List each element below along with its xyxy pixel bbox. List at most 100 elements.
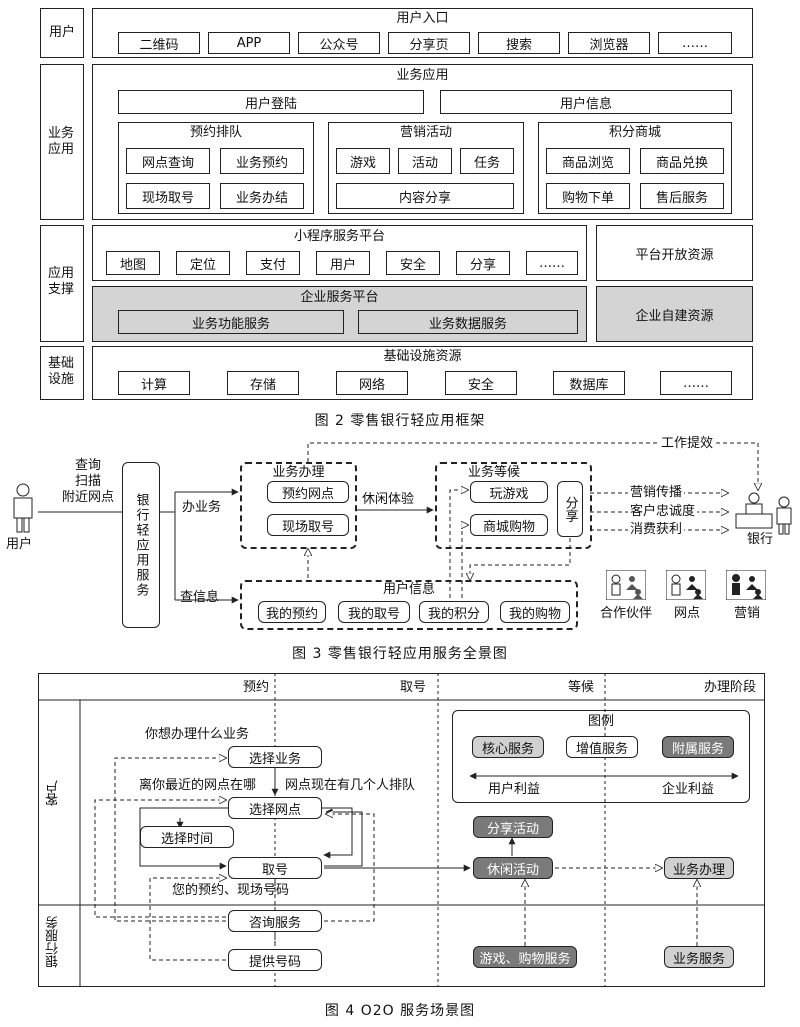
legend-box	[452, 710, 750, 803]
queue-title: 预约排队	[189, 125, 242, 140]
share-activity-node: 分享活动	[473, 816, 553, 838]
figure-4-caption: 图 4 O2O 服务场景图	[324, 1003, 476, 1019]
business-service-node: 业务服务	[664, 946, 734, 968]
waiting-title: 业务等候	[467, 465, 520, 480]
provide-number-node: 提供号码	[228, 949, 322, 971]
infra-storage: 存储	[227, 371, 299, 395]
order-box: 购物下单	[546, 183, 630, 209]
user-info-box: 用户信息	[440, 90, 732, 114]
content-share-box: 内容分享	[336, 183, 514, 209]
business-handle-title: 业务办理	[272, 465, 325, 480]
user-login-box: 用户登陆	[118, 90, 424, 114]
note-which-business: 你想办理什么业务	[145, 727, 250, 742]
note-nearest-branch: 离你最近的网点在哪	[139, 778, 257, 793]
share-box: 分享	[557, 481, 583, 537]
my-number-box: 我的取号	[338, 601, 410, 623]
entry-app: APP	[208, 32, 290, 54]
legend-enterprise-benefit: 企业利益	[662, 782, 715, 797]
row-label-support-frame	[40, 225, 84, 342]
swimlane-table	[38, 673, 765, 987]
do-business-label: 办业务	[182, 500, 222, 515]
infra-frame	[92, 346, 753, 400]
select-branch-node: 选择网点	[228, 797, 322, 819]
figure-3-caption: 图 3 零售银行轻应用服务全景图	[292, 646, 508, 662]
enterprise-own-resources: 企业自建资源	[596, 286, 753, 342]
business-booking: 业务预约	[220, 148, 304, 174]
consult-service-node: 咨询服务	[228, 910, 322, 932]
infra-security: 安全	[445, 371, 517, 395]
onsite-ticket: 现场取号	[126, 183, 210, 209]
row-label-user: 用户	[48, 25, 75, 40]
my-points-box: 我的积分	[419, 601, 489, 623]
check-info-label: 查信息	[180, 590, 220, 605]
marketing-title: 营销活动	[399, 125, 452, 140]
my-shopping-box: 我的购物	[500, 601, 570, 623]
entry-search: 搜索	[478, 32, 560, 54]
games-shopping-node: 游戏、购物服务	[473, 946, 577, 968]
figure-2-caption: 图 2 零售银行轻应用框架	[314, 413, 486, 429]
output-loyalty: 客户忠诚度	[628, 504, 698, 520]
bank-staff-icon	[735, 492, 792, 535]
product-redeem: 商品兑换	[640, 148, 724, 174]
marketing-icon	[726, 570, 766, 600]
branch-query: 网点查询	[126, 148, 210, 174]
user-label: 用户	[6, 537, 33, 552]
row-label-infra-frame	[40, 346, 84, 400]
row-label-business: 业务应用	[47, 126, 74, 158]
partner-label: 合作伙伴	[600, 606, 653, 621]
query-line-1: 查询	[74, 458, 101, 473]
business-complete: 业务办结	[220, 183, 304, 209]
mini-more: ……	[526, 251, 578, 275]
note-your-numbers: 您的预约、现场号码	[172, 883, 290, 898]
branch-label: 网点	[674, 606, 701, 621]
legend-user-benefit: 用户利益	[488, 782, 541, 797]
mini-payment: 支付	[246, 251, 300, 275]
mini-program-frame	[92, 225, 587, 281]
leisure-label: 休闲体验	[362, 492, 415, 507]
row-label-user-frame	[40, 8, 84, 58]
lane-bank-service: 银行服务	[46, 916, 61, 968]
header-handling: 办理阶段	[704, 680, 757, 695]
header-waiting: 等候	[568, 680, 595, 695]
play-games-box: 玩游戏	[470, 481, 548, 503]
marketing-label: 营销	[734, 606, 761, 621]
legend-title: 图例	[587, 714, 614, 729]
product-browse: 商品浏览	[546, 148, 630, 174]
user-info-group	[240, 580, 578, 630]
row-label-infra: 基础设施	[47, 356, 74, 388]
book-branch-box: 预约网点	[267, 481, 349, 503]
leisure-activity-node: 休闲活动	[473, 857, 553, 879]
work-feedback-label: 工作提效	[658, 436, 717, 452]
header-ticket: 取号	[400, 680, 427, 695]
note-queue-count: 网点现在有几个人排队	[285, 778, 416, 794]
waiting-group	[435, 462, 592, 549]
infra-database: 数据库	[553, 371, 625, 395]
infra-compute: 计算	[118, 371, 190, 395]
business-handle-group	[240, 462, 357, 549]
user-entry-frame	[92, 8, 753, 58]
business-app-frame	[92, 64, 753, 220]
entry-browser: 浏览器	[568, 32, 650, 54]
output-marketing: 营销传播	[628, 485, 685, 501]
user-person-icon	[13, 483, 33, 533]
select-time-node: 选择时间	[140, 826, 234, 848]
entry-more: ……	[658, 32, 732, 54]
business-app-title: 业务应用	[396, 68, 449, 83]
mini-program-title: 小程序服务平台	[293, 229, 385, 244]
bank-label: 银行	[747, 532, 774, 547]
partner-icon	[606, 570, 646, 600]
mini-security: 安全	[386, 251, 440, 275]
mini-user: 用户	[316, 251, 370, 275]
mini-map: 地图	[106, 251, 160, 275]
legend-value-added: 增值服务	[566, 736, 638, 758]
marketing-group	[328, 122, 524, 214]
entry-share-page: 分享页	[388, 32, 470, 54]
platform-open-resources: 平台开放资源	[596, 225, 753, 281]
legend-ancillary: 附属服务	[662, 736, 734, 758]
entry-official-account: 公众号	[298, 32, 380, 54]
onsite-number-box: 现场取号	[267, 514, 349, 536]
queue-group	[118, 122, 314, 214]
business-handle-node: 业务办理	[664, 857, 734, 879]
infra-network: 网络	[336, 371, 408, 395]
